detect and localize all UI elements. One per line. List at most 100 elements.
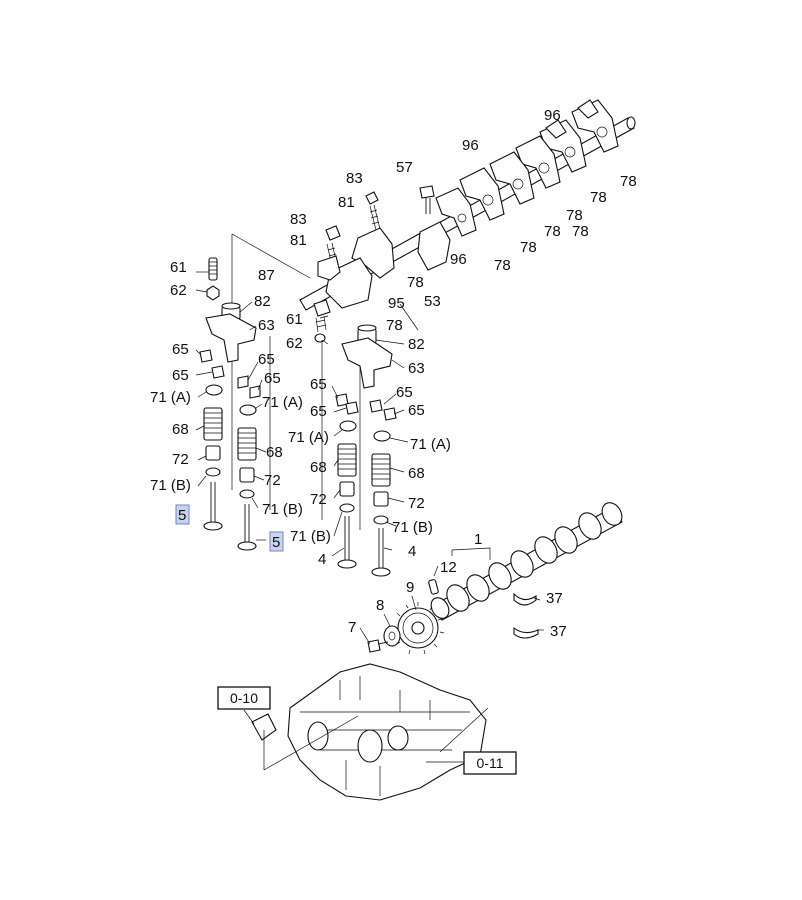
callout-label: 78 [407, 274, 424, 291]
callout-label: 81 [290, 232, 307, 249]
bolt [419, 185, 435, 214]
valve-keeper [345, 401, 359, 415]
camshaft-gear [392, 602, 445, 655]
callout-label: 53 [424, 293, 441, 310]
callout-label: 83 [346, 170, 363, 187]
callout-label: 65 [396, 384, 413, 401]
callout-label: 83 [290, 211, 307, 228]
callout-label: 71 (B) [290, 528, 331, 545]
callout-label: 78 [566, 207, 583, 224]
valve-bridge [341, 337, 393, 389]
valve-keeper [211, 365, 225, 379]
callout-label: 87 [258, 267, 275, 284]
spring-seat [239, 489, 255, 499]
valve-spring [337, 443, 357, 477]
reference-box-0-11[interactable]: 0-11 [463, 751, 517, 775]
callout-label: 65 [310, 376, 327, 393]
spring-retainer [205, 384, 223, 396]
callout-label: 78 [386, 317, 403, 334]
callout-label: 96 [450, 251, 467, 268]
callout-label: 57 [396, 159, 413, 176]
callout-label: 8 [376, 597, 384, 614]
valve-stem-seal [373, 491, 389, 507]
valve-stem-seal [339, 481, 355, 497]
valve-keeper [249, 385, 261, 399]
callout-label: 12 [440, 559, 457, 576]
reference-box-0-10[interactable]: 0-10 [217, 686, 274, 713]
callout-label: 71 (B) [150, 477, 191, 494]
shaft-end [626, 116, 636, 130]
callout-label: 4 [408, 543, 416, 560]
callout-label: 37 [550, 623, 567, 640]
adjusting-screw [313, 299, 331, 333]
right-valve-group [319, 303, 419, 577]
valve-keeper [383, 407, 397, 421]
callout-label: 78 [620, 173, 637, 190]
callout-label: 61 [170, 259, 187, 276]
callout-highlight [175, 504, 190, 525]
callout-label: 68 [408, 465, 425, 482]
callout-label: 72 [310, 491, 327, 508]
camshaft [430, 502, 623, 621]
callout-label: 7 [348, 619, 356, 636]
spring-retainer [239, 404, 257, 416]
callout-label: 71 (A) [262, 394, 303, 411]
callout-label: 68 [310, 459, 327, 476]
callout-label: 37 [546, 590, 563, 607]
callout-label: 78 [572, 223, 589, 240]
callout-label: 72 [264, 472, 281, 489]
intake-valve [337, 516, 357, 569]
callout-label: 71 (A) [288, 429, 329, 446]
callout-label: 62 [170, 282, 187, 299]
spring-retainer [339, 420, 357, 432]
valve-keeper [237, 375, 249, 389]
callout-label: 9 [406, 579, 414, 596]
stud [208, 257, 218, 281]
rocker-shaft-assembly [299, 99, 636, 345]
rocker-arm [435, 187, 477, 237]
valve-spring [237, 427, 257, 461]
callout-label: 71 (B) [392, 519, 433, 536]
callout-label: 1 [474, 531, 482, 548]
callout-label: 78 [520, 239, 537, 256]
rocker-arm [459, 167, 505, 221]
callout-label: 78 [494, 257, 511, 274]
valve-stem-seal [239, 467, 255, 483]
exhaust-valve [203, 482, 223, 531]
spring-seat [205, 467, 221, 477]
callout-label: 65 [172, 341, 189, 358]
valve-spring [371, 453, 391, 487]
cylinder-head [287, 663, 487, 801]
callout-highlight [269, 531, 284, 552]
callout-label: 72 [408, 495, 425, 512]
exhaust-valve [237, 504, 257, 551]
nut [206, 285, 220, 301]
callout-label: 65 [258, 351, 275, 368]
valve-stem-seal [205, 445, 221, 461]
callout-label-highlighted: 5 [178, 507, 186, 524]
callout-label: 78 [544, 223, 561, 240]
spring-seat [339, 503, 355, 513]
callout-label: 96 [544, 107, 561, 124]
callout-label: 82 [254, 293, 271, 310]
spring-retainer [373, 430, 391, 442]
callout-label-highlighted: 5 [272, 534, 280, 551]
gasket-block [251, 713, 277, 741]
callout-label: 81 [338, 194, 355, 211]
callout-label: 71 (A) [410, 436, 451, 453]
camshaft-bearing [513, 592, 537, 606]
valve-keeper [369, 399, 383, 413]
shaft-bracket [417, 221, 451, 271]
callout-label: 95 [388, 295, 405, 312]
valve-spring [203, 407, 223, 441]
reference-label: 0-10 [230, 690, 258, 706]
rocker-arm [489, 151, 535, 205]
adjusting-screw [365, 191, 381, 231]
callout-label: 82 [408, 336, 425, 353]
callout-label: 65 [264, 370, 281, 387]
rocker-arm [571, 99, 619, 153]
callout-label: 63 [258, 317, 275, 334]
callout-labels: 96 96 96 78 78 78 78 78 78 78 78 78 83 8… [150, 107, 637, 640]
callout-label: 65 [310, 403, 327, 420]
